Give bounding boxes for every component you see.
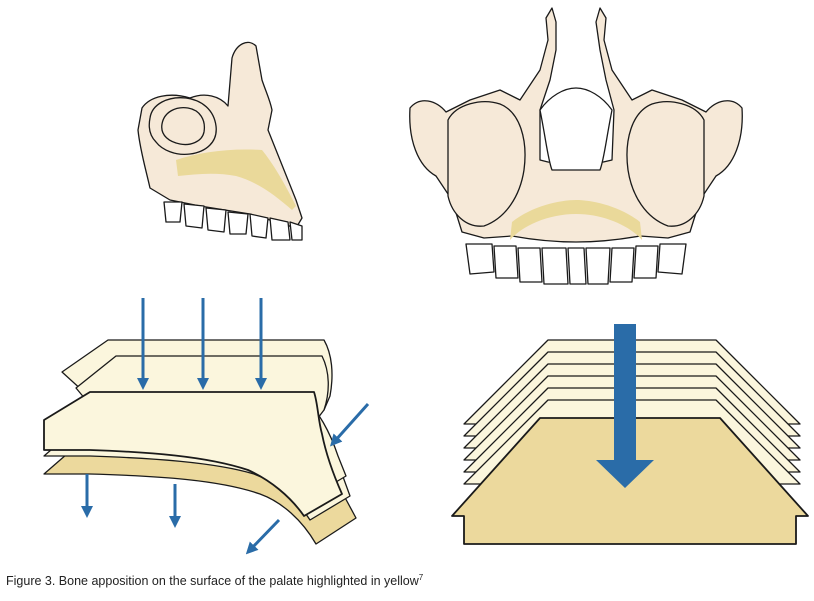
flat-palate-layers (451, 339, 809, 545)
palate-highlight-lateral (176, 149, 296, 210)
curved-panel-arrows (81, 298, 370, 555)
arrow-large-down (596, 324, 654, 488)
arrow-diagonal-right (329, 402, 370, 447)
left-cheek (447, 101, 526, 227)
skull-frontal-view (409, 7, 743, 285)
figure-caption: Figure 3. Bone apposition on the surface… (6, 572, 424, 588)
arrow-below-3 (245, 518, 281, 555)
upper-teeth-lateral (163, 201, 303, 241)
caption-reference: 7 (418, 572, 424, 582)
orbit-outline (148, 97, 217, 156)
nasal-aperture (539, 87, 613, 171)
upper-teeth-frontal (465, 243, 687, 285)
skull-lateral-view (137, 41, 303, 241)
layer-curved-top (43, 391, 343, 517)
flat-panel-arrow (596, 324, 654, 488)
orbit-inner (161, 106, 206, 146)
right-cheek (626, 101, 705, 227)
curved-palate-layers (43, 339, 357, 545)
palate-highlight-frontal (510, 200, 642, 240)
caption-text: Figure 3. Bone apposition on the surface… (6, 574, 419, 588)
